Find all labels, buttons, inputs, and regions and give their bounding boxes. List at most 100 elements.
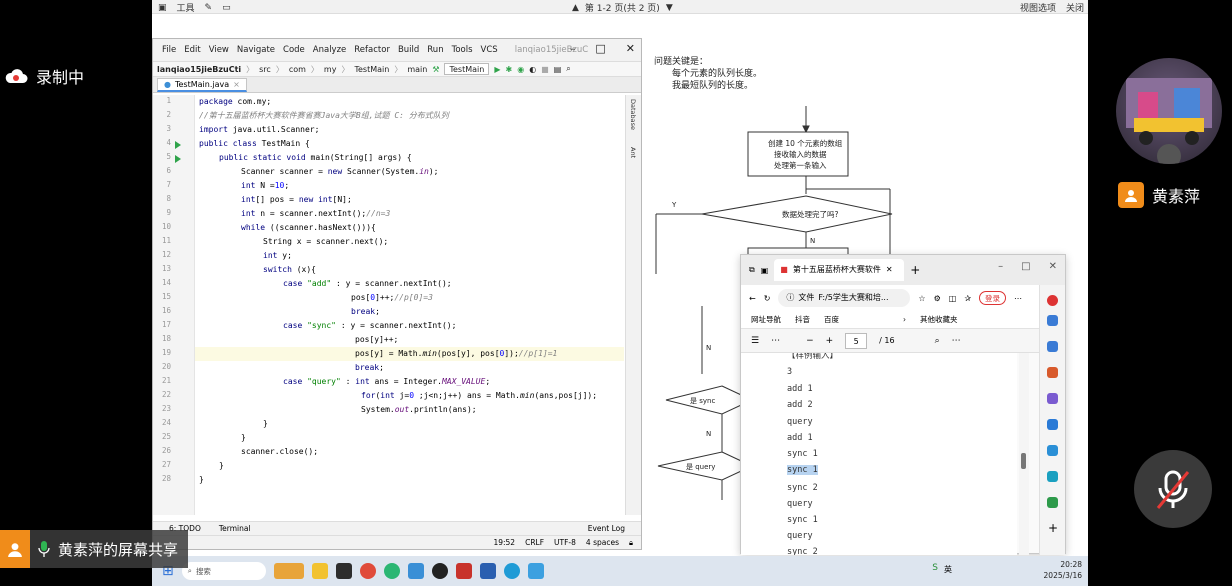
bookmark-douyin[interactable]: 抖音 bbox=[795, 315, 810, 324]
indent[interactable]: 4 spaces bbox=[585, 538, 619, 547]
video-app-icon[interactable] bbox=[407, 563, 424, 579]
menu-build[interactable]: Build bbox=[397, 45, 420, 55]
input-method-icon[interactable]: S bbox=[932, 563, 938, 573]
more-icon[interactable]: ⋯ bbox=[951, 335, 961, 346]
tab-actions-icon[interactable]: ▣ bbox=[760, 265, 769, 275]
search-icon[interactable] bbox=[1047, 315, 1058, 326]
editor[interactable]: 1 2 3 4 5 6 7 8 9 10 11 12 13 14 15 16 1 bbox=[153, 95, 641, 515]
taskbar-clock[interactable]: 20:28 2025/3/16 bbox=[1044, 559, 1082, 581]
run-config-select[interactable]: TestMain bbox=[444, 63, 490, 75]
page-number-input[interactable]: 5 bbox=[845, 332, 868, 349]
close-button[interactable]: 关闭 bbox=[1065, 4, 1084, 14]
close-icon[interactable]: ✕ bbox=[625, 42, 635, 55]
person-icon[interactable] bbox=[1047, 393, 1058, 404]
menu-run[interactable]: Run bbox=[427, 45, 444, 55]
games-icon[interactable] bbox=[1047, 445, 1058, 456]
stop-icon[interactable]: ■ bbox=[541, 64, 549, 74]
back-icon[interactable]: ← bbox=[749, 293, 756, 303]
view-options-button[interactable]: 视图选项 bbox=[1019, 4, 1056, 14]
breadcrumb-src[interactable]: src bbox=[259, 64, 271, 74]
favorite-icon[interactable]: ☆ bbox=[918, 293, 926, 303]
add-icon[interactable]: + bbox=[1048, 521, 1059, 535]
run-gutter-icon[interactable] bbox=[175, 141, 181, 149]
tab-close-icon[interactable]: ✕ bbox=[885, 265, 893, 274]
database-tool[interactable]: Database bbox=[629, 99, 637, 131]
shopping-icon[interactable] bbox=[1047, 471, 1058, 482]
participant-video[interactable] bbox=[1116, 58, 1222, 164]
breadcrumb-com[interactable]: com bbox=[288, 64, 306, 74]
file-explorer-icon[interactable] bbox=[311, 563, 328, 579]
event-log-tool[interactable]: Event Log bbox=[587, 524, 625, 533]
menu-code[interactable]: Code bbox=[283, 45, 305, 55]
more-icon[interactable]: ⋯ bbox=[1014, 293, 1023, 303]
new-tab-icon[interactable]: + bbox=[910, 263, 921, 277]
menu-vcs[interactable]: VCS bbox=[480, 45, 498, 55]
login-button[interactable]: 登录 bbox=[979, 291, 1007, 305]
prev-page-icon[interactable]: ▲ bbox=[572, 2, 579, 13]
run-icon[interactable]: ▶ bbox=[494, 64, 501, 74]
encoding[interactable]: UTF-8 bbox=[554, 538, 576, 547]
zoom-out-icon[interactable]: − bbox=[806, 335, 814, 346]
code-area[interactable]: package com.my; //第十五届蓝桥杯大赛软件赛省赛Java大学B组… bbox=[195, 95, 624, 515]
terminal-tool[interactable]: Terminal bbox=[218, 524, 251, 533]
hammer-icon[interactable]: ⚒ bbox=[432, 64, 440, 74]
search-icon[interactable]: ⌕ bbox=[934, 335, 940, 346]
close-icon[interactable]: ✕ bbox=[1048, 261, 1057, 272]
coverage-icon[interactable]: ◉ bbox=[517, 64, 525, 74]
favorites-icon[interactable]: ✰ bbox=[964, 293, 972, 303]
bookmark-baidu[interactable]: 百度 bbox=[824, 315, 839, 324]
run-gutter-icon[interactable] bbox=[175, 155, 181, 163]
menu-refactor[interactable]: Refactor bbox=[354, 45, 390, 55]
menu-tools[interactable]: Tools bbox=[451, 45, 473, 55]
profile-icon[interactable]: ◐ bbox=[529, 64, 537, 74]
pdf-scrollbar[interactable] bbox=[1019, 353, 1029, 555]
extensions-icon[interactable]: ⚙ bbox=[933, 293, 941, 303]
tab-close-icon[interactable]: × bbox=[233, 79, 240, 89]
tab-testmain[interactable]: ● TestMain.java × bbox=[157, 78, 247, 92]
todo-tool[interactable]: 6: TODO bbox=[169, 524, 201, 533]
other-favorites[interactable]: 其他收藏夹 bbox=[920, 315, 958, 324]
maximize-icon[interactable]: □ bbox=[595, 42, 606, 55]
maximize-icon[interactable]: □ bbox=[1021, 261, 1031, 272]
menu-edit[interactable]: Edit bbox=[184, 45, 201, 55]
debug-icon[interactable]: ✱ bbox=[505, 64, 513, 74]
edge-icon[interactable] bbox=[503, 563, 520, 579]
zoom-in-icon[interactable]: + bbox=[825, 335, 834, 346]
menu-view[interactable]: View bbox=[208, 45, 229, 55]
minimize-icon[interactable]: – bbox=[569, 42, 576, 55]
news-app-icon[interactable] bbox=[273, 563, 304, 579]
menu-navigate[interactable]: Navigate bbox=[236, 45, 276, 55]
refresh-icon[interactable]: ↻ bbox=[763, 293, 771, 303]
outlook-icon[interactable] bbox=[1047, 419, 1058, 430]
breadcrumb-project[interactable]: lanqiao15jieBzuCti bbox=[157, 64, 242, 74]
tree-icon[interactable] bbox=[1047, 497, 1058, 508]
browser-icon[interactable] bbox=[383, 563, 400, 579]
breadcrumb-method[interactable]: main bbox=[407, 64, 428, 74]
mute-toggle-button[interactable] bbox=[1134, 450, 1212, 528]
split-screen-icon[interactable]: ◫ bbox=[948, 293, 957, 303]
minimize-icon[interactable]: – bbox=[998, 261, 1004, 272]
line-separator[interactable]: CRLF bbox=[525, 538, 545, 547]
pdf-icon[interactable]: ▣ bbox=[158, 2, 167, 13]
lock-icon[interactable]: 🔒︎ bbox=[629, 537, 633, 547]
next-page-icon[interactable]: ▼ bbox=[665, 2, 673, 13]
menu-file[interactable]: File bbox=[162, 45, 177, 55]
photos-icon[interactable] bbox=[527, 563, 544, 579]
contents-icon[interactable]: ☰ bbox=[751, 335, 760, 346]
ant-tool[interactable]: Ant bbox=[629, 147, 637, 159]
menu-analyze[interactable]: Analyze bbox=[312, 45, 347, 55]
bookmark-nav[interactable]: 网址导航 bbox=[751, 315, 781, 324]
workspaces-icon[interactable]: ⧉ bbox=[749, 265, 755, 274]
scroll-thumb[interactable] bbox=[1021, 453, 1026, 469]
search-icon[interactable]: ⌕ bbox=[566, 64, 571, 73]
pdf-page[interactable]: 【样例输入】 3 add 1 add 2 query add 1 sync 1 … bbox=[741, 353, 1017, 555]
tools-menu[interactable]: 工具 bbox=[176, 4, 195, 14]
chevron-right-icon[interactable]: › bbox=[903, 315, 906, 324]
input-lang[interactable]: 英 bbox=[944, 565, 952, 574]
pen-icon[interactable]: ✎ bbox=[204, 2, 213, 13]
folder-icon[interactable]: ▭ bbox=[222, 2, 231, 13]
notification-icon[interactable] bbox=[1047, 295, 1058, 306]
tag-icon[interactable] bbox=[1047, 341, 1058, 352]
tab-pdf[interactable]: ■ 第十五届蓝桥杯大赛软件 ✕ bbox=[774, 259, 905, 281]
qq-icon[interactable] bbox=[431, 563, 448, 579]
